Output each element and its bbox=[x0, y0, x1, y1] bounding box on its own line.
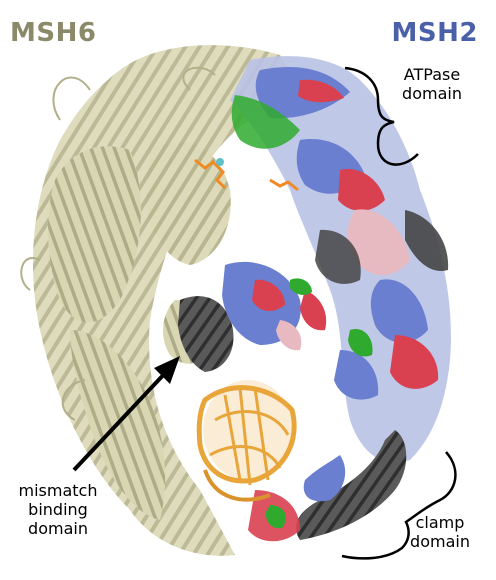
msh2-subunit bbox=[230, 56, 451, 542]
dna-helix bbox=[196, 380, 297, 502]
atp-ligands bbox=[194, 158, 299, 192]
atpase-brace bbox=[344, 66, 419, 166]
msh6-label: MSH6 bbox=[10, 18, 97, 48]
mismatch-label-line3: domain bbox=[28, 518, 88, 538]
mismatch-arrow-head bbox=[154, 356, 180, 384]
atpase-domain-label: ATPase domain bbox=[386, 65, 478, 104]
mismatch-label-line1: mismatch bbox=[18, 481, 98, 500]
clamp-brace bbox=[341, 451, 457, 560]
clamp-label-line2: domain bbox=[410, 531, 470, 551]
atpase-label-line1: ATPase bbox=[403, 65, 461, 84]
clamp-label-line1: clamp bbox=[415, 513, 465, 532]
mismatch-binding-domain-label: mismatch binding domain bbox=[6, 481, 110, 539]
clamp-domain-label: clamp domain bbox=[398, 513, 482, 552]
mismatch-binding-domain-region bbox=[178, 261, 327, 372]
annotations bbox=[72, 66, 457, 560]
mismatch-arrow-line bbox=[72, 368, 170, 472]
msh2-label: MSH2 bbox=[391, 18, 478, 48]
mismatch-label-line2: binding bbox=[28, 499, 88, 519]
atpase-label-line2: domain bbox=[402, 83, 462, 103]
